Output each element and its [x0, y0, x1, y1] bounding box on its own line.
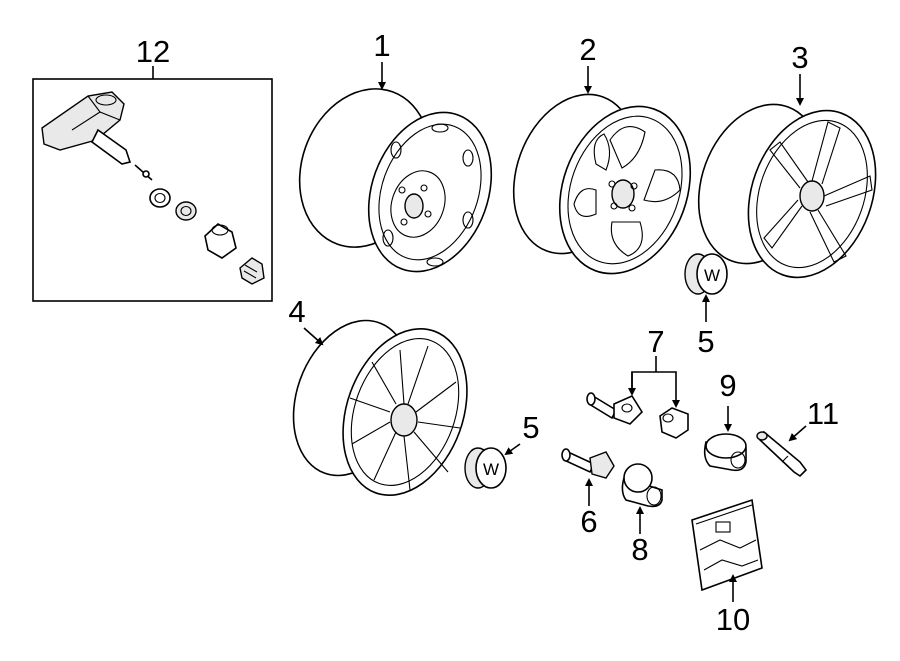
svg-text:W: W [483, 460, 499, 479]
parts-package [691, 498, 763, 592]
wheel-lock-set [586, 392, 689, 439]
alloy-wheel-2 [512, 93, 692, 275]
leader-lines [303, 62, 807, 602]
center-cap-lower: W [464, 447, 507, 489]
callout-3: 3 [791, 40, 808, 75]
callout-5-lower: 5 [522, 410, 539, 445]
center-cap-upper: W [684, 253, 728, 295]
callout-5-upper: 5 [697, 324, 714, 359]
svg-text:W: W [704, 266, 720, 285]
callout-1: 1 [373, 28, 390, 63]
alloy-wheel-4 [292, 319, 468, 497]
valve-stem [756, 430, 808, 478]
callout-10: 10 [716, 602, 750, 637]
callout-11: 11 [807, 396, 839, 431]
steel-wheel [298, 88, 493, 273]
callout-4: 4 [288, 294, 305, 329]
callout-7: 7 [647, 324, 664, 359]
bolt-cap-8 [621, 463, 663, 508]
callout-6: 6 [580, 504, 597, 539]
lug-bolt [561, 448, 615, 479]
bolt-cap-9 [703, 433, 747, 472]
tpms-sensor-kit [32, 66, 273, 302]
callout-12: 12 [136, 34, 170, 69]
callout-9: 9 [719, 368, 736, 403]
alloy-wheel-3 [697, 103, 877, 279]
callout-8: 8 [631, 532, 648, 567]
callout-2: 2 [579, 32, 596, 67]
